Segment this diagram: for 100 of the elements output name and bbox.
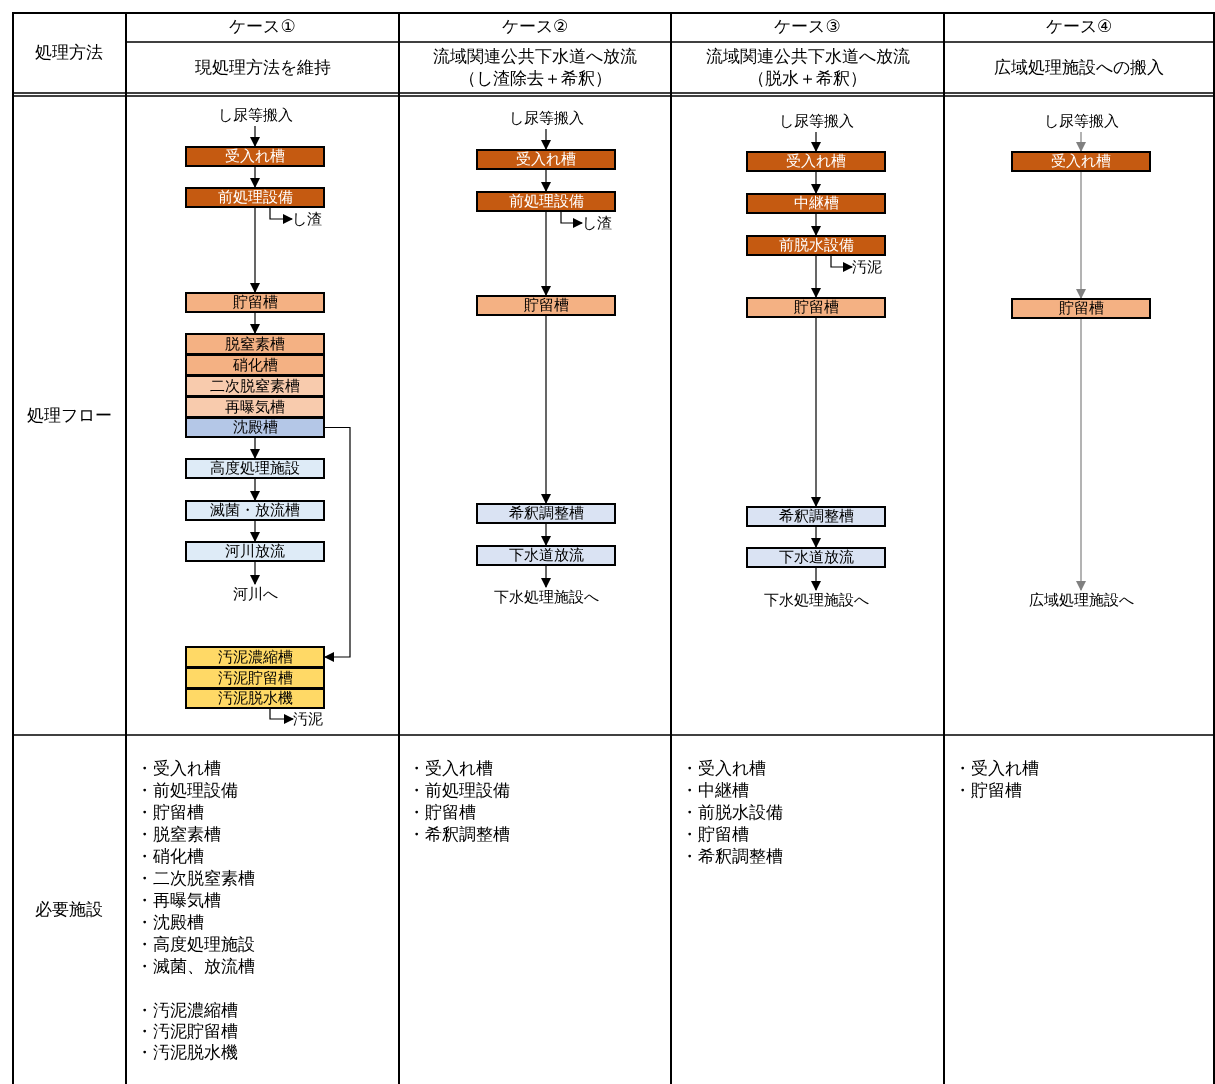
flow-text: し尿等搬入 xyxy=(1031,110,1131,132)
arrow xyxy=(1076,171,1086,299)
list-item: ・再曝気槽 xyxy=(136,892,221,909)
process-box: 再曝気槽 xyxy=(185,396,325,418)
arrow xyxy=(811,526,821,548)
arrow xyxy=(250,166,260,188)
process-box: 受入れ槽 xyxy=(746,151,886,172)
column-header: 流域関連公共下水道へ放流（脱水＋希釈） xyxy=(704,46,911,89)
process-box: 希釈調整槽 xyxy=(476,503,616,524)
process-box: 滅菌・放流槽 xyxy=(185,500,325,521)
list-item: ・硝化槽 xyxy=(136,848,204,865)
list-item: ・沈殿槽 xyxy=(136,914,204,931)
arrow xyxy=(811,131,821,152)
arrow xyxy=(250,437,260,459)
column-header: 現処理方法を維持 xyxy=(194,56,331,79)
column-header: ケース② xyxy=(501,16,569,38)
process-box: 前脱水設備 xyxy=(746,235,886,256)
column-header: 流域関連公共下水道へ放流（し渣除去＋希釈） xyxy=(432,46,638,89)
arrow xyxy=(269,207,293,224)
list-item: ・汚泥濃縮槽 xyxy=(136,1002,238,1019)
process-box: 希釈調整槽 xyxy=(746,506,886,527)
flow-text: し尿等搬入 xyxy=(496,107,596,129)
arrow xyxy=(250,125,260,147)
arrow xyxy=(811,213,821,236)
column-header: 広域処理施設への搬入 xyxy=(994,56,1164,79)
arrow xyxy=(250,561,260,585)
row-header: 必要施設 xyxy=(35,898,103,921)
column-header: ケース④ xyxy=(1045,16,1113,38)
arrow xyxy=(1076,318,1086,591)
flow-text: 河川へ xyxy=(215,584,295,604)
arrow xyxy=(1076,131,1086,152)
flow-text: し尿等搬入 xyxy=(766,110,866,132)
process-box: 貯留槽 xyxy=(746,297,886,318)
column-header: ケース③ xyxy=(774,16,841,38)
list-item: ・汚泥脱水機 xyxy=(136,1044,238,1061)
process-box: 下水道放流 xyxy=(476,545,616,566)
list-item: ・希釈調整槽 xyxy=(408,826,510,843)
flow-text: 汚泥 xyxy=(852,258,892,276)
flow-text: し渣 xyxy=(292,210,332,228)
process-box: 貯留槽 xyxy=(1011,298,1151,319)
list-item: ・受入れ槽 xyxy=(681,760,766,777)
list-item: ・貯留槽 xyxy=(136,804,204,821)
arrow xyxy=(541,169,551,192)
list-item: ・二次脱窒素槽 xyxy=(136,870,255,887)
process-box: 汚泥貯留槽 xyxy=(185,667,325,689)
flow-text: 汚泥 xyxy=(293,710,333,728)
process-box: 貯留槽 xyxy=(185,292,325,313)
list-item: ・汚泥貯留槽 xyxy=(136,1023,238,1040)
flow-text: 下水処理施設へ xyxy=(746,590,886,610)
column-header: 処理方法 xyxy=(35,41,103,64)
process-box: 中継槽 xyxy=(746,193,886,214)
row-header: 処理フロー xyxy=(26,404,112,427)
process-box: 二次脱窒素槽 xyxy=(185,375,325,397)
process-box: 硝化槽 xyxy=(185,354,325,376)
process-box: 汚泥脱水機 xyxy=(185,688,325,709)
list-item: ・貯留槽 xyxy=(681,826,749,843)
list-item: ・前処理設備 xyxy=(136,782,238,799)
process-box: 受入れ槽 xyxy=(185,146,325,167)
process-box: 高度処理施設 xyxy=(185,458,325,479)
list-item: ・高度処理施設 xyxy=(136,936,255,953)
arrow xyxy=(250,520,260,542)
list-item: ・前処理設備 xyxy=(408,782,510,799)
process-box: 沈殿槽 xyxy=(185,417,325,438)
arrow xyxy=(324,426,351,662)
arrow xyxy=(811,317,821,507)
flow-text: し渣 xyxy=(582,214,622,232)
process-box: 脱窒素槽 xyxy=(185,333,325,355)
process-box: 受入れ槽 xyxy=(476,149,616,170)
flow-text: 下水処理施設へ xyxy=(476,587,616,607)
arrow xyxy=(811,567,821,591)
list-item: ・前脱水設備 xyxy=(681,804,783,821)
list-item: ・受入れ槽 xyxy=(954,760,1039,777)
list-item: ・貯留槽 xyxy=(954,782,1022,799)
list-item: ・受入れ槽 xyxy=(408,760,493,777)
flow-text: 広域処理施設へ xyxy=(1011,590,1151,610)
arrow xyxy=(269,708,294,724)
arrow xyxy=(541,565,551,588)
arrow xyxy=(830,255,853,272)
list-item: ・中継槽 xyxy=(681,782,749,799)
process-box: 受入れ槽 xyxy=(1011,151,1151,172)
process-box: 前処理設備 xyxy=(185,187,325,208)
arrow xyxy=(541,128,551,150)
process-box: 前処理設備 xyxy=(476,191,616,212)
arrow xyxy=(811,171,821,194)
list-item: ・貯留槽 xyxy=(408,804,476,821)
process-box: 河川放流 xyxy=(185,541,325,562)
process-box: 貯留槽 xyxy=(476,295,616,316)
arrow xyxy=(541,211,551,296)
process-box: 下水道放流 xyxy=(746,547,886,568)
column-header: ケース① xyxy=(229,16,296,38)
arrow xyxy=(541,523,551,546)
arrow xyxy=(560,211,583,228)
arrow xyxy=(250,207,260,293)
arrow xyxy=(250,478,260,501)
process-box: 汚泥濃縮槽 xyxy=(185,646,325,668)
list-item: ・受入れ槽 xyxy=(136,760,221,777)
arrow xyxy=(541,315,551,504)
list-item: ・滅菌、放流槽 xyxy=(136,958,255,975)
list-item: ・希釈調整槽 xyxy=(681,848,783,865)
arrow xyxy=(250,312,260,334)
